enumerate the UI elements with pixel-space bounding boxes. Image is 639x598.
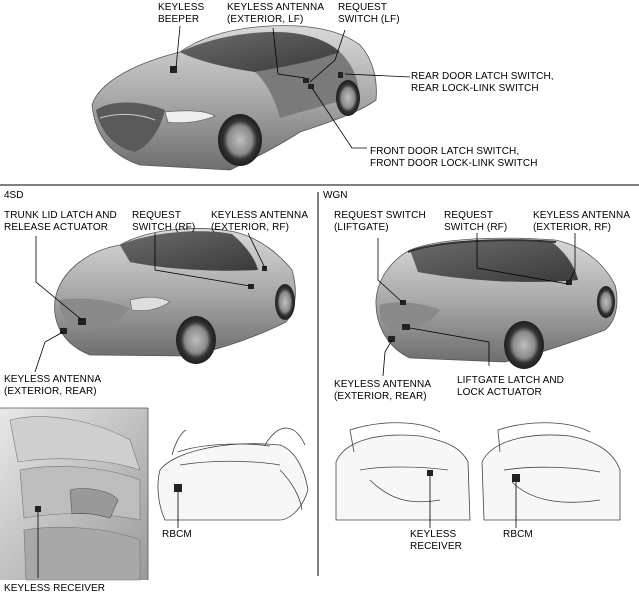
car-wagon-rear-view [375,237,618,369]
label-keyless-antenna-rf-sedan: KEYLESS ANTENNA (EXTERIOR, RF) [211,210,309,233]
label-request-switch-lf: REQUEST SWITCH (LF) [338,2,400,25]
label-request-switch-liftgate: REQUEST SWITCH (LIFTGATE) [334,210,426,233]
wagon-cargo-left-detail [335,422,471,521]
leader-lines-sedan [34,232,266,373]
section-header-wagon: WGN [323,190,348,201]
car-front-view [91,25,377,171]
label-front-door-latch-switch: FRONT DOOR LATCH SWITCH, FRONT DOOR LOCK… [370,146,538,169]
label-rbcm-wagon: RBCM [503,529,533,540]
label-keyless-receiver-sedan: KEYLESS RECEIVER [4,583,106,594]
label-request-switch-rf-sedan: REQUEST SWITCH (RF) [132,210,196,233]
label-rear-door-latch-switch: REAR DOOR LATCH SWITCH, REAR LOCK-LINK S… [411,71,554,94]
sedan-rear-seat-detail [0,407,149,581]
leader-lines-top [175,25,411,149]
leader-lines-wagon [377,233,576,377]
label-liftgate-latch: LIFTGATE LATCH AND LOCK ACTUATOR [457,375,565,398]
car-sedan-rear-view [54,228,296,364]
label-keyless-antenna-rear-wagon: KEYLESS ANTENNA (EXTERIOR, REAR) [334,379,432,402]
label-keyless-antenna-rear-sedan: KEYLESS ANTENNA (EXTERIOR, REAR) [4,374,102,397]
label-keyless-antenna-rf-wagon: KEYLESS ANTENNA (EXTERIOR, RF) [533,210,631,233]
label-request-switch-rf-wagon: REQUEST SWITCH (RF) [444,210,508,233]
sedan-trunk-open-detail [157,427,309,521]
label-trunk-lid-latch: TRUNK LID LATCH AND RELEASE ACTUATOR [4,210,117,233]
section-dividers [0,184,639,576]
label-keyless-beeper: KEYLESS BEEPER [158,2,205,25]
wagon-cargo-right-detail [481,422,621,521]
label-keyless-receiver-wagon: KEYLESS RECEIVER [410,529,462,552]
label-keyless-antenna-lf: KEYLESS ANTENNA (EXTERIOR, LF) [227,2,325,25]
section-header-sedan: 4SD [4,190,24,201]
label-rbcm-sedan: RBCM [162,529,192,540]
